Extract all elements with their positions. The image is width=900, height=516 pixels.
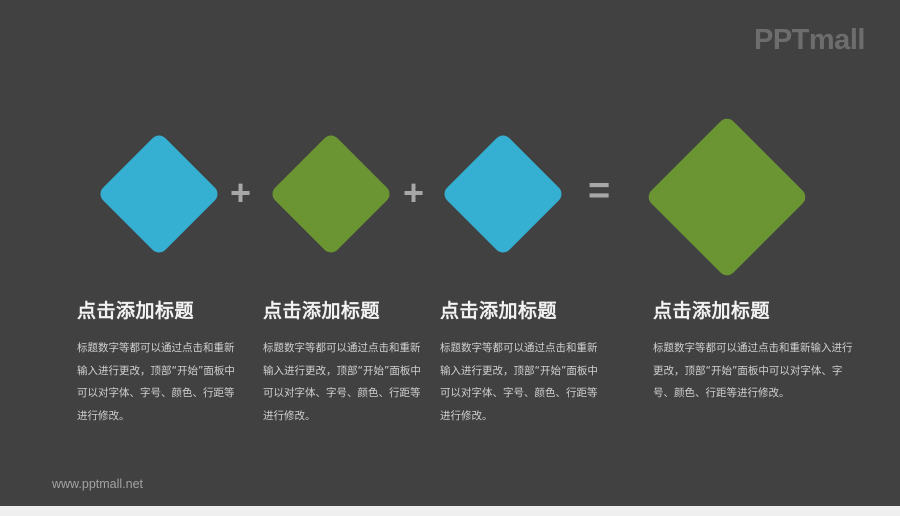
equals-icon: = [588,170,611,212]
plus-icon-2: + [403,172,425,213]
column-title: 点击添加标题 [263,300,381,322]
blue-diamond-2 [440,131,566,257]
column-body: 标题数字等都可以通过点击和重新输入进行更改，顶部“开始”面板中可以对字体、字号、… [440,342,598,422]
green-diamond-result [644,114,810,280]
text-column-3: 点击添加标题 标题数字等都可以通过点击和重新输入进行更改，顶部“开始”面板中可以… [440,296,600,427]
column-body: 标题数字等都可以通过点击和重新输入进行更改，顶部“开始”面板中可以对字体、字号、… [263,342,421,422]
column-body: 标题数字等都可以通过点击和重新输入进行更改，顶部“开始”面板中可以对字体、字号、… [653,342,853,399]
pptmall-logo: PPTmall [754,24,865,56]
column-title: 点击添加标题 [440,300,558,322]
text-column-2: 点击添加标题 标题数字等都可以通过点击和重新输入进行更改，顶部“开始”面板中可以… [263,296,423,427]
column-title: 点击添加标题 [77,300,195,322]
blue-diamond-1 [96,131,222,257]
text-column-4: 点击添加标题 标题数字等都可以通过点击和重新输入进行更改，顶部“开始”面板中可以… [653,296,853,405]
green-diamond-1 [268,131,394,257]
column-title: 点击添加标题 [653,300,771,322]
footer-url: www.pptmall.net [52,477,144,491]
text-column-1: 点击添加标题 标题数字等都可以通过点击和重新输入进行更改，顶部“开始”面板中可以… [77,296,237,427]
column-body: 标题数字等都可以通过点击和重新输入进行更改，顶部“开始”面板中可以对字体、字号、… [77,342,235,422]
plus-icon-1: + [230,172,252,213]
